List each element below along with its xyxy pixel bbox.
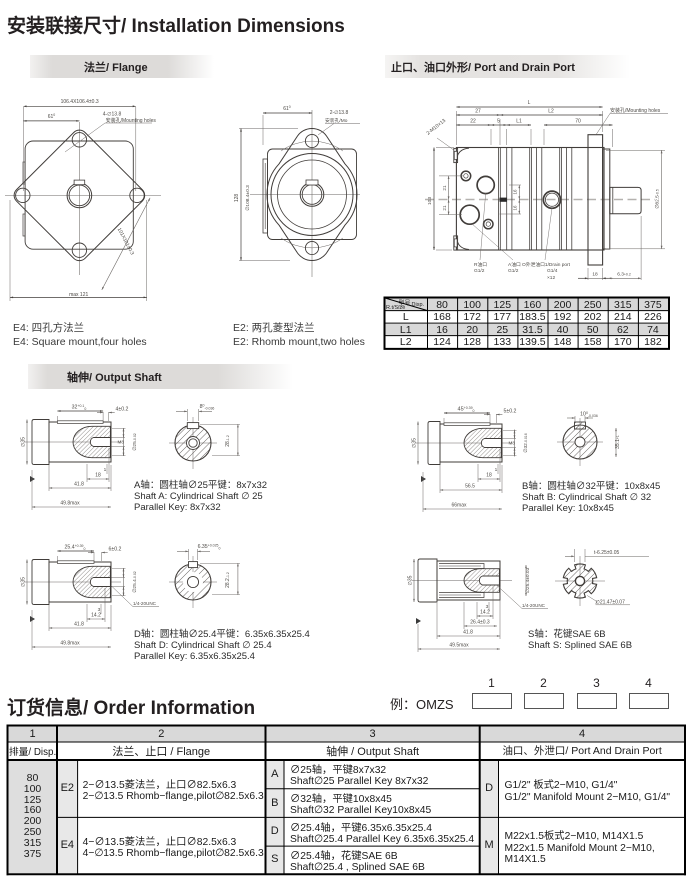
svg-text:25.4+0.390: 25.4+0.390 <box>65 544 86 551</box>
svg-text:16: 16 <box>513 205 518 211</box>
svg-text:28-1.2: 28-1.2 <box>225 435 231 447</box>
svg-text:41.8: 41.8 <box>463 630 473 636</box>
svg-text:∅82.5-0.5: ∅82.5-0.5 <box>655 189 661 209</box>
svg-text:1/4-20UNC: 1/4-20UNC <box>133 601 157 606</box>
svg-text:t-6.25±0.05: t-6.25±0.05 <box>594 550 619 556</box>
svg-text:5±0.2: 5±0.2 <box>504 409 517 415</box>
svg-text:56.5: 56.5 <box>465 484 475 490</box>
svg-text:G1/2: G1/2 <box>474 268 485 274</box>
svg-text:45+0.390: 45+0.390 <box>458 406 475 413</box>
svg-text:5: 5 <box>497 119 500 125</box>
svg-text:26.4±0.3: 26.4±0.3 <box>470 620 490 626</box>
svg-text:A油口: A油口 <box>508 261 521 268</box>
svg-text:28.2-1.2: 28.2-1.2 <box>225 572 231 588</box>
svg-text:14.2: 14.2 <box>480 610 490 616</box>
svg-text:610: 610 <box>283 105 291 112</box>
svg-text:6.3+0.2: 6.3+0.2 <box>617 272 631 278</box>
svg-text:49.8max: 49.8max <box>60 501 80 507</box>
svg-text:O外泄油口1/Drain port: O外泄油口1/Drain port <box>522 261 571 268</box>
svg-text:70: 70 <box>575 119 581 125</box>
svg-text:∅21.47±0.07: ∅21.47±0.07 <box>596 599 626 605</box>
svg-text:27: 27 <box>475 109 481 115</box>
svg-text:128: 128 <box>234 194 240 203</box>
svg-text:41.8: 41.8 <box>74 482 84 488</box>
svg-text:610: 610 <box>48 113 56 120</box>
svg-text:21: 21 <box>442 205 447 211</box>
svg-text:6±0.2: 6±0.2 <box>109 547 122 553</box>
svg-text:∅108.4±0.3: ∅108.4±0.3 <box>245 185 251 211</box>
svg-text:∅32-0.016: ∅32-0.016 <box>523 433 529 452</box>
svg-text:49.8max: 49.8max <box>60 641 80 647</box>
svg-text:∅25.4±0.03: ∅25.4±0.03 <box>525 567 531 593</box>
svg-text:21: 21 <box>442 185 447 191</box>
svg-text:∅35: ∅35 <box>21 437 27 447</box>
svg-text:41.8: 41.8 <box>74 622 84 628</box>
svg-text:G1/4: G1/4 <box>547 268 558 274</box>
svg-text:3: 3 <box>486 604 489 610</box>
svg-text:35.1+1: 35.1+1 <box>615 435 621 449</box>
svg-text:∅35: ∅35 <box>21 577 27 587</box>
svg-text:max 121: max 121 <box>69 292 88 298</box>
svg-text:安装孔/Mounting holes: 安装孔/Mounting holes <box>610 107 661 114</box>
svg-text:安装孔/Mo: 安装孔/Mo <box>325 117 348 124</box>
svg-text:18: 18 <box>486 473 492 479</box>
svg-text:106.4X106.4±0.3: 106.4X106.4±0.3 <box>61 99 99 105</box>
svg-text:100-0.036: 100-0.036 <box>580 411 598 418</box>
svg-text:∅35: ∅35 <box>408 575 414 585</box>
svg-text:4±0.2: 4±0.2 <box>116 407 129 413</box>
svg-text:∅25.4-0.02: ∅25.4-0.02 <box>132 571 138 593</box>
svg-text:32+0.10: 32+0.10 <box>72 404 87 411</box>
svg-text:103: 103 <box>427 197 433 205</box>
svg-text:L: L <box>528 100 531 106</box>
svg-text:M8: M8 <box>509 441 516 446</box>
svg-text:2-∅13.8: 2-∅13.8 <box>330 110 349 116</box>
svg-text:L1: L1 <box>516 119 522 125</box>
svg-text:G1/2: G1/2 <box>508 268 519 274</box>
svg-text:4-∅13.8: 4-∅13.8 <box>103 112 122 118</box>
svg-text:1: 1 <box>495 467 498 473</box>
svg-text:1: 1 <box>104 467 107 473</box>
svg-text:6.35+0.0250: 6.35+0.0250 <box>198 544 221 551</box>
svg-text:M8: M8 <box>118 440 125 445</box>
svg-text:L2: L2 <box>548 109 554 115</box>
svg-text:14.2: 14.2 <box>91 613 101 619</box>
svg-text:49.5max: 49.5max <box>449 643 469 649</box>
svg-text:18: 18 <box>592 272 598 278</box>
svg-text:3: 3 <box>98 607 101 613</box>
svg-text:∅25-0.02: ∅25-0.02 <box>132 433 138 451</box>
svg-text:22: 22 <box>470 119 476 125</box>
svg-text:80-0.036: 80-0.036 <box>200 404 215 411</box>
svg-text:16: 16 <box>513 189 518 195</box>
svg-text:R油口: R油口 <box>474 261 487 268</box>
svg-text:∅35: ∅35 <box>412 438 418 448</box>
svg-text:18: 18 <box>95 473 101 479</box>
svg-text:2-M10×13: 2-M10×13 <box>426 118 448 137</box>
svg-text:66max: 66max <box>451 503 467 509</box>
svg-text:安装孔/Mounting holes: 安装孔/Mounting holes <box>106 117 157 124</box>
svg-text:1/4-20UNC: 1/4-20UNC <box>522 603 546 608</box>
svg-text:×12: ×12 <box>547 275 555 281</box>
